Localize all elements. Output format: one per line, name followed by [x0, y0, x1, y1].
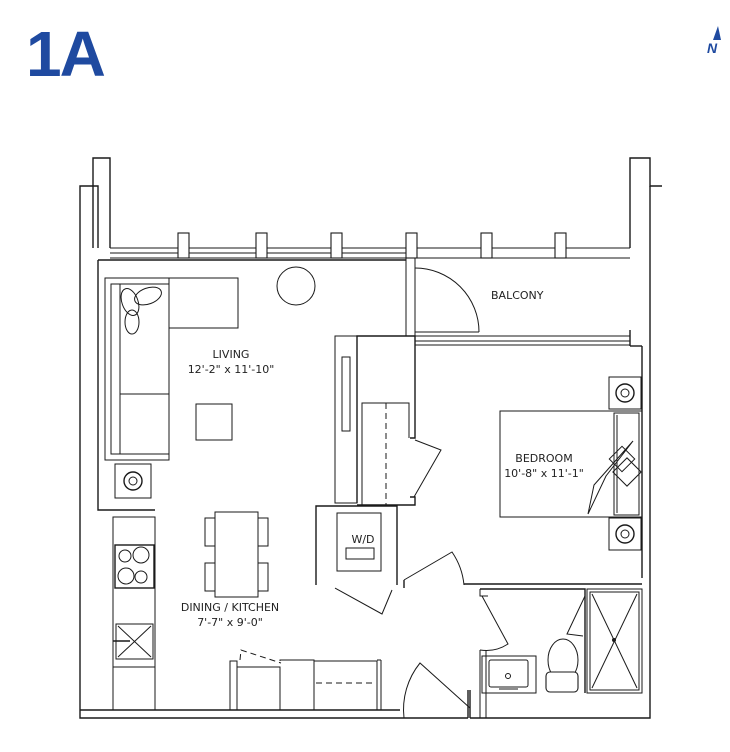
- round-table-icon: [276, 266, 316, 306]
- sofa-icon: [104, 277, 239, 461]
- door-swing-icon: [403, 551, 642, 719]
- bathroom-walls: [479, 588, 586, 718]
- coffee-table-icon: [195, 403, 233, 441]
- bedroom-dimensions: 10'-8" x 11'-1": [504, 467, 584, 480]
- unit-title: 1A: [26, 18, 106, 90]
- shower-icon: [586, 588, 643, 694]
- kitchen-sink-icon: [113, 623, 154, 660]
- balcony-area: [405, 258, 630, 346]
- fridge-icon: [313, 659, 382, 711]
- toilet-icon: [545, 638, 579, 693]
- window-icon: [98, 232, 630, 261]
- door-swing-icon: [414, 267, 480, 333]
- dishwasher-icon: [229, 649, 315, 711]
- bedroom-label: BEDROOM: [515, 452, 572, 465]
- bathroom-sink-icon: [481, 655, 537, 694]
- north-arrow-icon: [713, 26, 721, 40]
- balcony-label: BALCONY: [491, 289, 544, 302]
- cooktop-icon: [114, 544, 155, 589]
- pillow-icon: [120, 286, 162, 335]
- nightstand-icon: [608, 376, 642, 551]
- chair-icon: [204, 517, 269, 592]
- washer-dryer-icon: [315, 505, 398, 615]
- lamp-icon: [114, 463, 152, 499]
- north-label: N: [707, 40, 718, 56]
- pillow-icon: [608, 445, 642, 487]
- dining-kitchen-dimensions: 7'-7" x 9'-0": [197, 616, 263, 629]
- laundry-label: W/D: [351, 533, 374, 546]
- door-swing-icon: [566, 595, 586, 637]
- living-label: LIVING: [213, 348, 250, 361]
- kitchen-counter: [112, 516, 156, 711]
- dining-kitchen-label: DINING / KITCHEN: [181, 601, 279, 614]
- exterior-walls: [79, 157, 662, 719]
- living-dimensions: 12'-2" x 11'-10": [188, 363, 275, 376]
- dining-table-icon: [214, 511, 259, 598]
- bed-icon: [499, 410, 643, 518]
- closet-icon: [334, 335, 442, 506]
